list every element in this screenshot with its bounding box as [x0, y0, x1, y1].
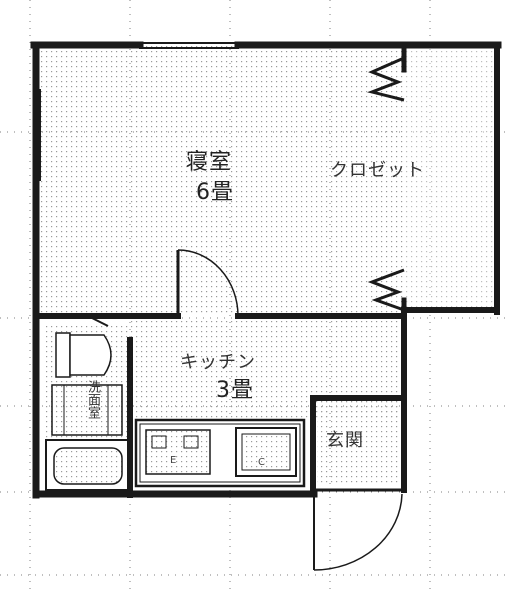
closet-label: クロゼット [330, 160, 425, 181]
walls [30, 41, 502, 499]
closet-door-icon [367, 56, 405, 312]
bedroom-size: 6畳 [196, 180, 234, 205]
stove-mark: E [170, 455, 178, 466]
washroom-label: 洗面室 [85, 380, 100, 419]
stove-icon [145, 429, 211, 475]
door-swing-icon [176, 249, 239, 317]
washbasin-icon [51, 384, 123, 436]
kitchen-label: キッチン [180, 352, 256, 373]
toilet-icon [55, 317, 112, 378]
bathtub-icon [45, 439, 129, 491]
entrance-label: 玄関 [326, 430, 364, 451]
entrance-door-icon [313, 493, 403, 571]
sink-icon [235, 427, 297, 477]
kitchen-size: 3畳 [216, 378, 254, 403]
bedroom-label: 寝室 [186, 150, 233, 175]
sink-mark: C [258, 457, 266, 468]
